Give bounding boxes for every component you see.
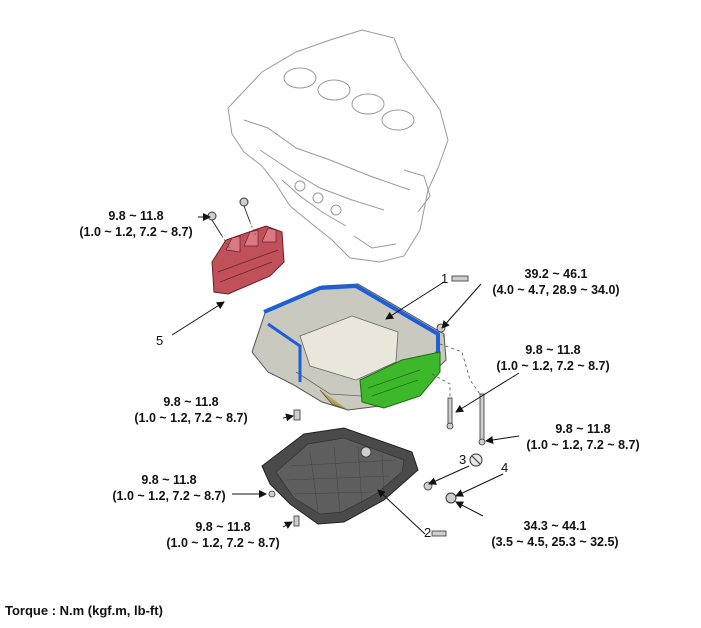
torque-spec-stud-bolt: 39.2 ~ 46.1 (4.0 ~ 4.7, 28.9 ~ 34.0): [486, 266, 626, 298]
drain-plug: [445, 492, 457, 504]
torque-alt-units: (1.0 ~ 1.2, 7.2 ~ 8.7): [526, 438, 640, 452]
stud-bolt: [436, 323, 446, 333]
torque-nm: 39.2 ~ 46.1: [524, 267, 588, 281]
baffle-plate: [211, 225, 285, 295]
callout-2: 2: [424, 525, 432, 540]
sealant-tube-2: [431, 530, 447, 537]
sealant-tube-1: [451, 275, 469, 282]
oil-strainer: [359, 351, 441, 409]
torque-units-note: Torque : N.m (kgf.m, lb-ft): [5, 603, 163, 618]
callout-4: 4: [501, 460, 509, 475]
baffle-bolt-guides: [221, 221, 257, 253]
torque-nm: 9.8 ~ 11.8: [141, 473, 197, 487]
torque-nm: 9.8 ~ 11.8: [555, 422, 611, 436]
callout-3: 3: [459, 452, 467, 467]
baffle-bolts: [207, 197, 251, 237]
torque-nm: 9.8 ~ 11.8: [108, 209, 164, 223]
leader-lines: [171, 213, 520, 535]
torque-alt-units: (1.0 ~ 1.2, 7.2 ~ 8.7): [112, 489, 226, 503]
lower-oil-pan: [261, 427, 419, 525]
torque-spec-long-bolt-1: 9.8 ~ 11.8 (1.0 ~ 1.2, 7.2 ~ 8.7): [494, 342, 612, 374]
torque-nm: 34.3 ~ 44.1: [523, 519, 587, 533]
torque-alt-units: (1.0 ~ 1.2, 7.2 ~ 8.7): [79, 225, 193, 239]
long-bolts: [446, 393, 486, 446]
torque-spec-baffle-bolt: 9.8 ~ 11.8 (1.0 ~ 1.2, 7.2 ~ 8.7): [78, 208, 194, 240]
torque-nm: 9.8 ~ 11.8: [163, 395, 219, 409]
torque-alt-units: (1.0 ~ 1.2, 7.2 ~ 8.7): [166, 536, 280, 550]
torque-nm: 9.8 ~ 11.8: [525, 343, 581, 357]
torque-alt-units: (1.0 ~ 1.2, 7.2 ~ 8.7): [496, 359, 610, 373]
torque-spec-long-bolt-2: 9.8 ~ 11.8 (1.0 ~ 1.2, 7.2 ~ 8.7): [524, 421, 642, 453]
drain-plug-gasket: [469, 453, 483, 467]
engine-block-outline: [227, 29, 449, 263]
upper-pan-bolt: [293, 409, 301, 421]
upper-oil-pan: [251, 283, 447, 411]
torque-nm: 9.8 ~ 11.8: [195, 520, 251, 534]
torque-spec-lower-pan-bolt-1: 9.8 ~ 11.8 (1.0 ~ 1.2, 7.2 ~ 8.7): [110, 472, 228, 504]
torque-alt-units: (4.0 ~ 4.7, 28.9 ~ 34.0): [492, 283, 620, 297]
callout-5: 5: [156, 333, 164, 348]
torque-spec-upper-pan-bolt: 9.8 ~ 11.8 (1.0 ~ 1.2, 7.2 ~ 8.7): [132, 394, 250, 426]
torque-spec-lower-pan-bolt-2: 9.8 ~ 11.8 (1.0 ~ 1.2, 7.2 ~ 8.7): [164, 519, 282, 551]
callout-1: 1: [441, 271, 449, 286]
torque-alt-units: (1.0 ~ 1.2, 7.2 ~ 8.7): [134, 411, 248, 425]
torque-spec-drain-plug: 34.3 ~ 44.1 (3.5 ~ 4.5, 25.3 ~ 32.5): [484, 518, 626, 550]
torque-alt-units: (3.5 ~ 4.5, 25.3 ~ 32.5): [491, 535, 619, 549]
